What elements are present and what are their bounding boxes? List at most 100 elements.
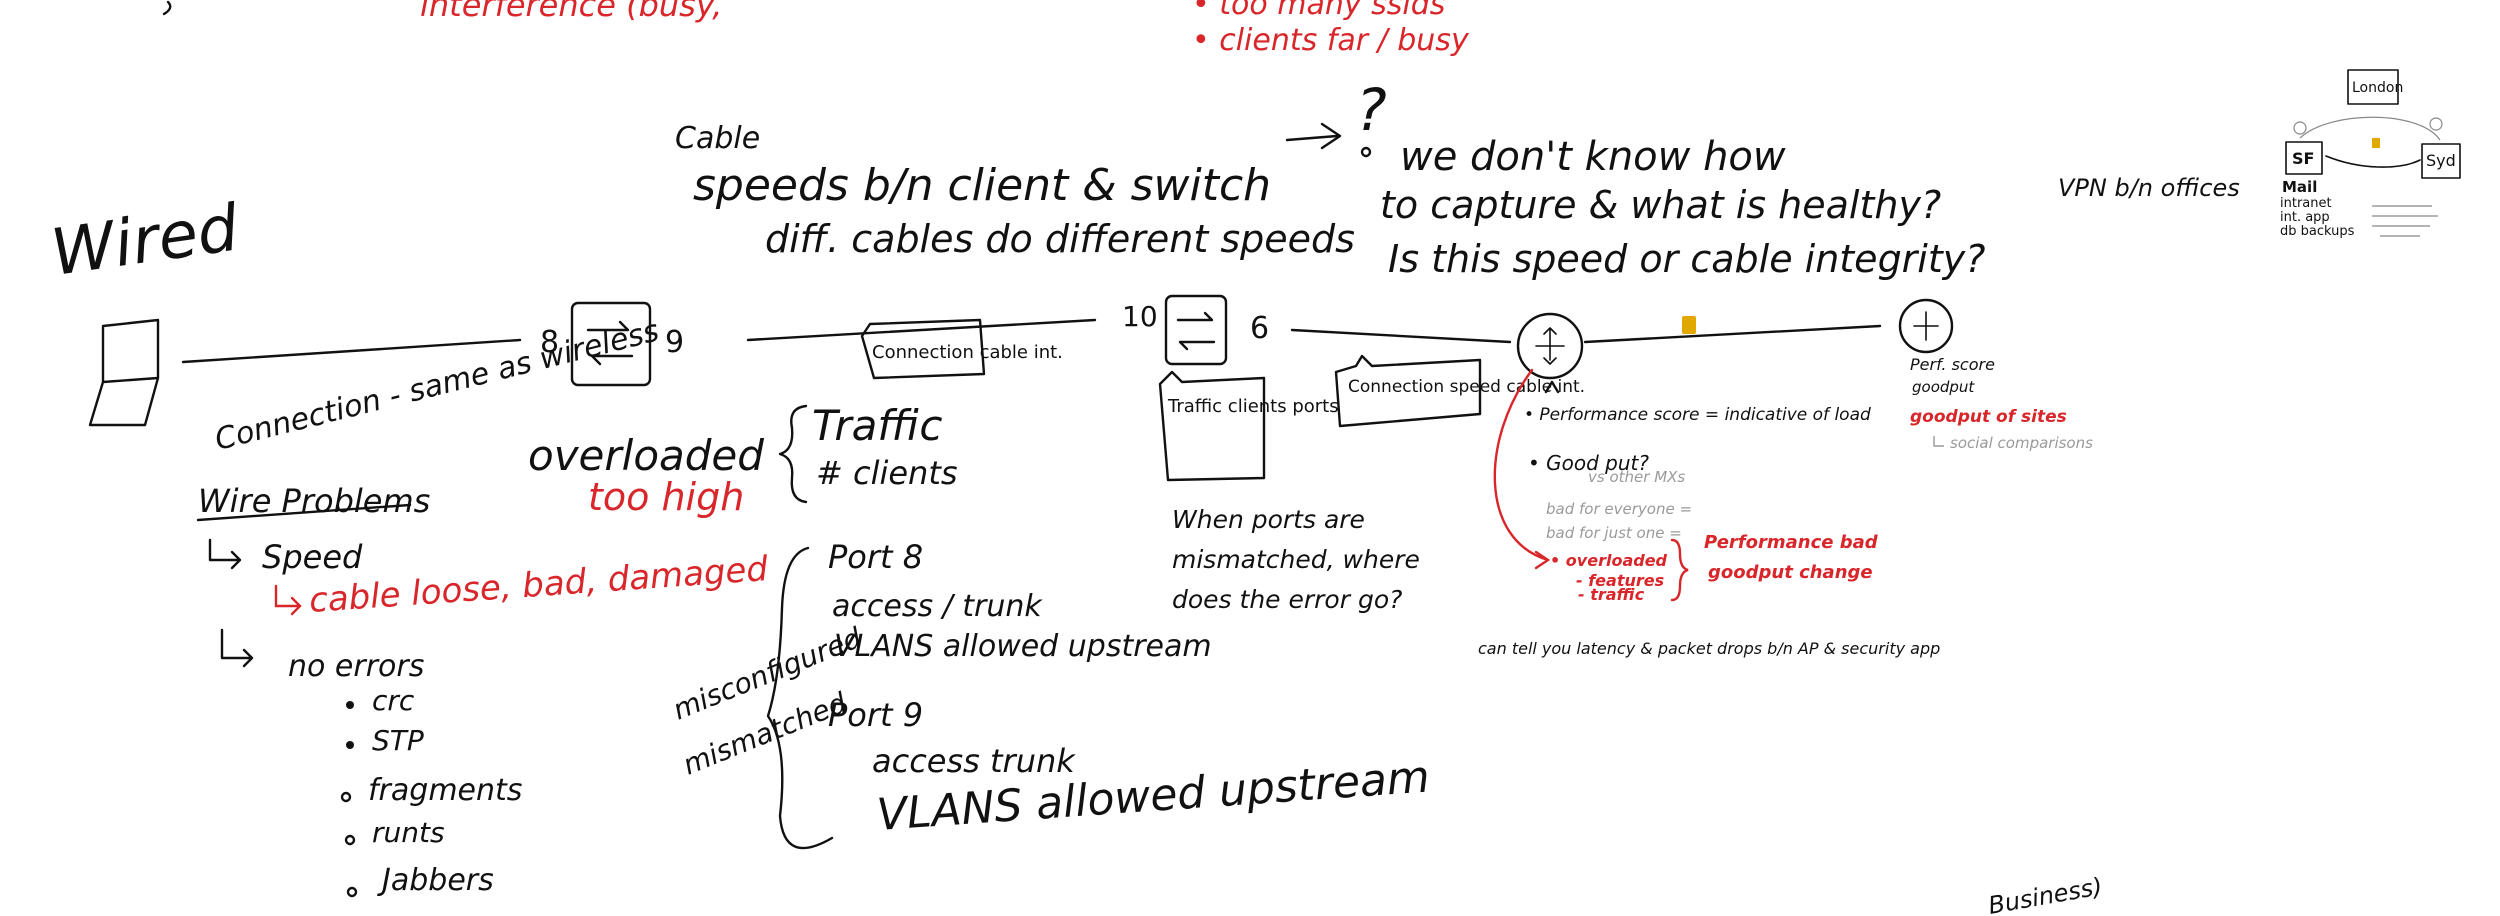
clients-far-note: • clients far / busy [1192, 23, 1470, 58]
access-trunk-2: access trunk [872, 742, 1076, 780]
bullet-stp [346, 741, 354, 749]
port-9-label: 9 [665, 325, 684, 360]
no-errors-note: no errors [288, 649, 424, 684]
sf-box [2285, 141, 2323, 175]
bullet-runts [344, 834, 356, 846]
callout-connection-speed-box [1334, 354, 1482, 428]
london-arc [2299, 116, 2441, 141]
bullet-crc [346, 701, 354, 709]
traffic-brace [778, 404, 808, 504]
we-dont-know-note: we don't know how [1400, 134, 1786, 180]
wire-problems-heading: Wire Problems [198, 482, 430, 520]
callout-connection-cable-text: Connection cable int. [872, 342, 1063, 363]
security-lock-icon [1682, 316, 1696, 334]
cloud-router [1898, 298, 1954, 354]
mx-goodput-change: goodput change [1708, 562, 1873, 583]
question-mark: ? [1356, 76, 1387, 144]
london-box [2347, 69, 2399, 105]
diff-cables-note: diff. cables do different speeds [765, 217, 1355, 261]
vpn-note: VPN b/n offices [2058, 174, 2240, 202]
overloaded-note: overloaded [528, 431, 764, 480]
speed-arrow [208, 538, 242, 570]
bullet-jabbers [346, 886, 358, 898]
intranet-label: intranet [2280, 196, 2332, 211]
mini-notes-scribble [2372, 205, 2438, 237]
mx-bad-everyone: bad for everyone = [1546, 500, 1692, 518]
top-left-mark [162, 0, 172, 16]
wired-title: Wired [47, 191, 243, 290]
port9-note: Port 9 [828, 696, 923, 734]
callout-connection-speed: Connection speed cable int. [1348, 377, 1585, 397]
perf-score-note: Perf. score [1910, 355, 1995, 374]
error-fragments: fragments [368, 773, 522, 808]
interference-note: interference (busy, [420, 0, 722, 24]
mx-router-arrows [1535, 327, 1565, 365]
bottom-right-note: Business) [1986, 872, 2104, 916]
arrow-right [1285, 122, 1342, 150]
error-crc: crc [372, 684, 415, 717]
mx-traffic: - traffic [1578, 585, 1645, 604]
sf-label: SF [2292, 149, 2314, 168]
social-note: social comparisons [1950, 434, 2093, 452]
switch-1-arrows [586, 320, 634, 366]
port-10-label: 10 [1122, 300, 1158, 333]
lock-icon [2372, 138, 2380, 148]
syd-label: Syd [2426, 151, 2456, 170]
callout-traffic-box [1158, 370, 1266, 482]
traffic-note: Traffic [812, 401, 942, 450]
syd-box [2421, 143, 2461, 179]
goodput-note: goodput [1912, 378, 1975, 396]
mx-red-brace [1670, 538, 1689, 602]
callout-traffic-clients-ports: Traffic clients ports [1167, 396, 1339, 417]
access-trunk-1: access / trunk [832, 589, 1043, 624]
sf-globe-icon [2293, 121, 2307, 135]
mx-bad-just-one: bad for just one = [1546, 524, 1682, 542]
port8-note: Port 8 [828, 538, 923, 576]
too-many-ssids-note: • too many ssids [1192, 0, 1445, 22]
goodput-sites-note: goodput of sites [1910, 407, 2067, 427]
wire-problems-underline [196, 503, 412, 522]
to-capture-note: to capture & what is healthy? [1380, 183, 1941, 227]
mx-features: - features [1576, 571, 1664, 590]
mx-overloaded: • overloaded [1550, 551, 1668, 570]
ports-mismatch-note: When ports are mismatched, where does th… [1172, 505, 1420, 614]
mx-latency-note: can tell you latency & packet drops b/n … [1478, 639, 1940, 658]
london-label: London [2352, 80, 2403, 96]
port-8-label: 8 [540, 325, 559, 360]
port-6-label: 6 [1250, 311, 1269, 346]
link-mx-cloud [1583, 324, 1882, 344]
error-jabbers: Jabbers [377, 863, 494, 898]
link-client-switch [181, 338, 522, 364]
too-high-note: too high [588, 475, 744, 519]
switch-2-arrows [1176, 311, 1216, 351]
switch-2 [1164, 294, 1228, 366]
link-switch-mx [1290, 328, 1512, 344]
mx-red-arrow [1493, 368, 1551, 570]
no-errors-arrow [220, 628, 254, 668]
int-app-label: int. app [2280, 210, 2330, 225]
callout-connection-cable [860, 318, 986, 380]
link-switch-switch [746, 318, 1097, 342]
speeds-note: speeds b/n client & switch [693, 160, 1271, 211]
mx-caret [1544, 380, 1560, 394]
question-dot [1360, 146, 1372, 158]
switch-1 [570, 301, 652, 387]
cable-label: Cable [675, 121, 760, 156]
mail-label: Mail [2282, 178, 2317, 196]
mx-performance-note: • Performance score = indicative of load [1524, 405, 1871, 425]
vlans-1: VLANS allowed upstream [834, 629, 1212, 664]
mini-office-map: London SF Syd Mail intranet int. app db … [2280, 69, 2461, 239]
misconfig-brace [766, 546, 834, 850]
client-device [88, 318, 160, 427]
mx-other-mxs: vs other MXs [1588, 468, 1685, 486]
db-backups-label: db backups [2280, 224, 2355, 239]
cable-loose-note: cable loose, bad, damaged [308, 549, 770, 621]
error-stp: STP [372, 724, 424, 757]
bullet-fragments [340, 791, 352, 803]
cable-loose-arrow [274, 584, 302, 616]
social-arrow [1933, 436, 1944, 447]
mx-router [1516, 312, 1584, 380]
syd-globe-icon [2429, 117, 2443, 131]
speed-note: Speed [262, 538, 363, 576]
